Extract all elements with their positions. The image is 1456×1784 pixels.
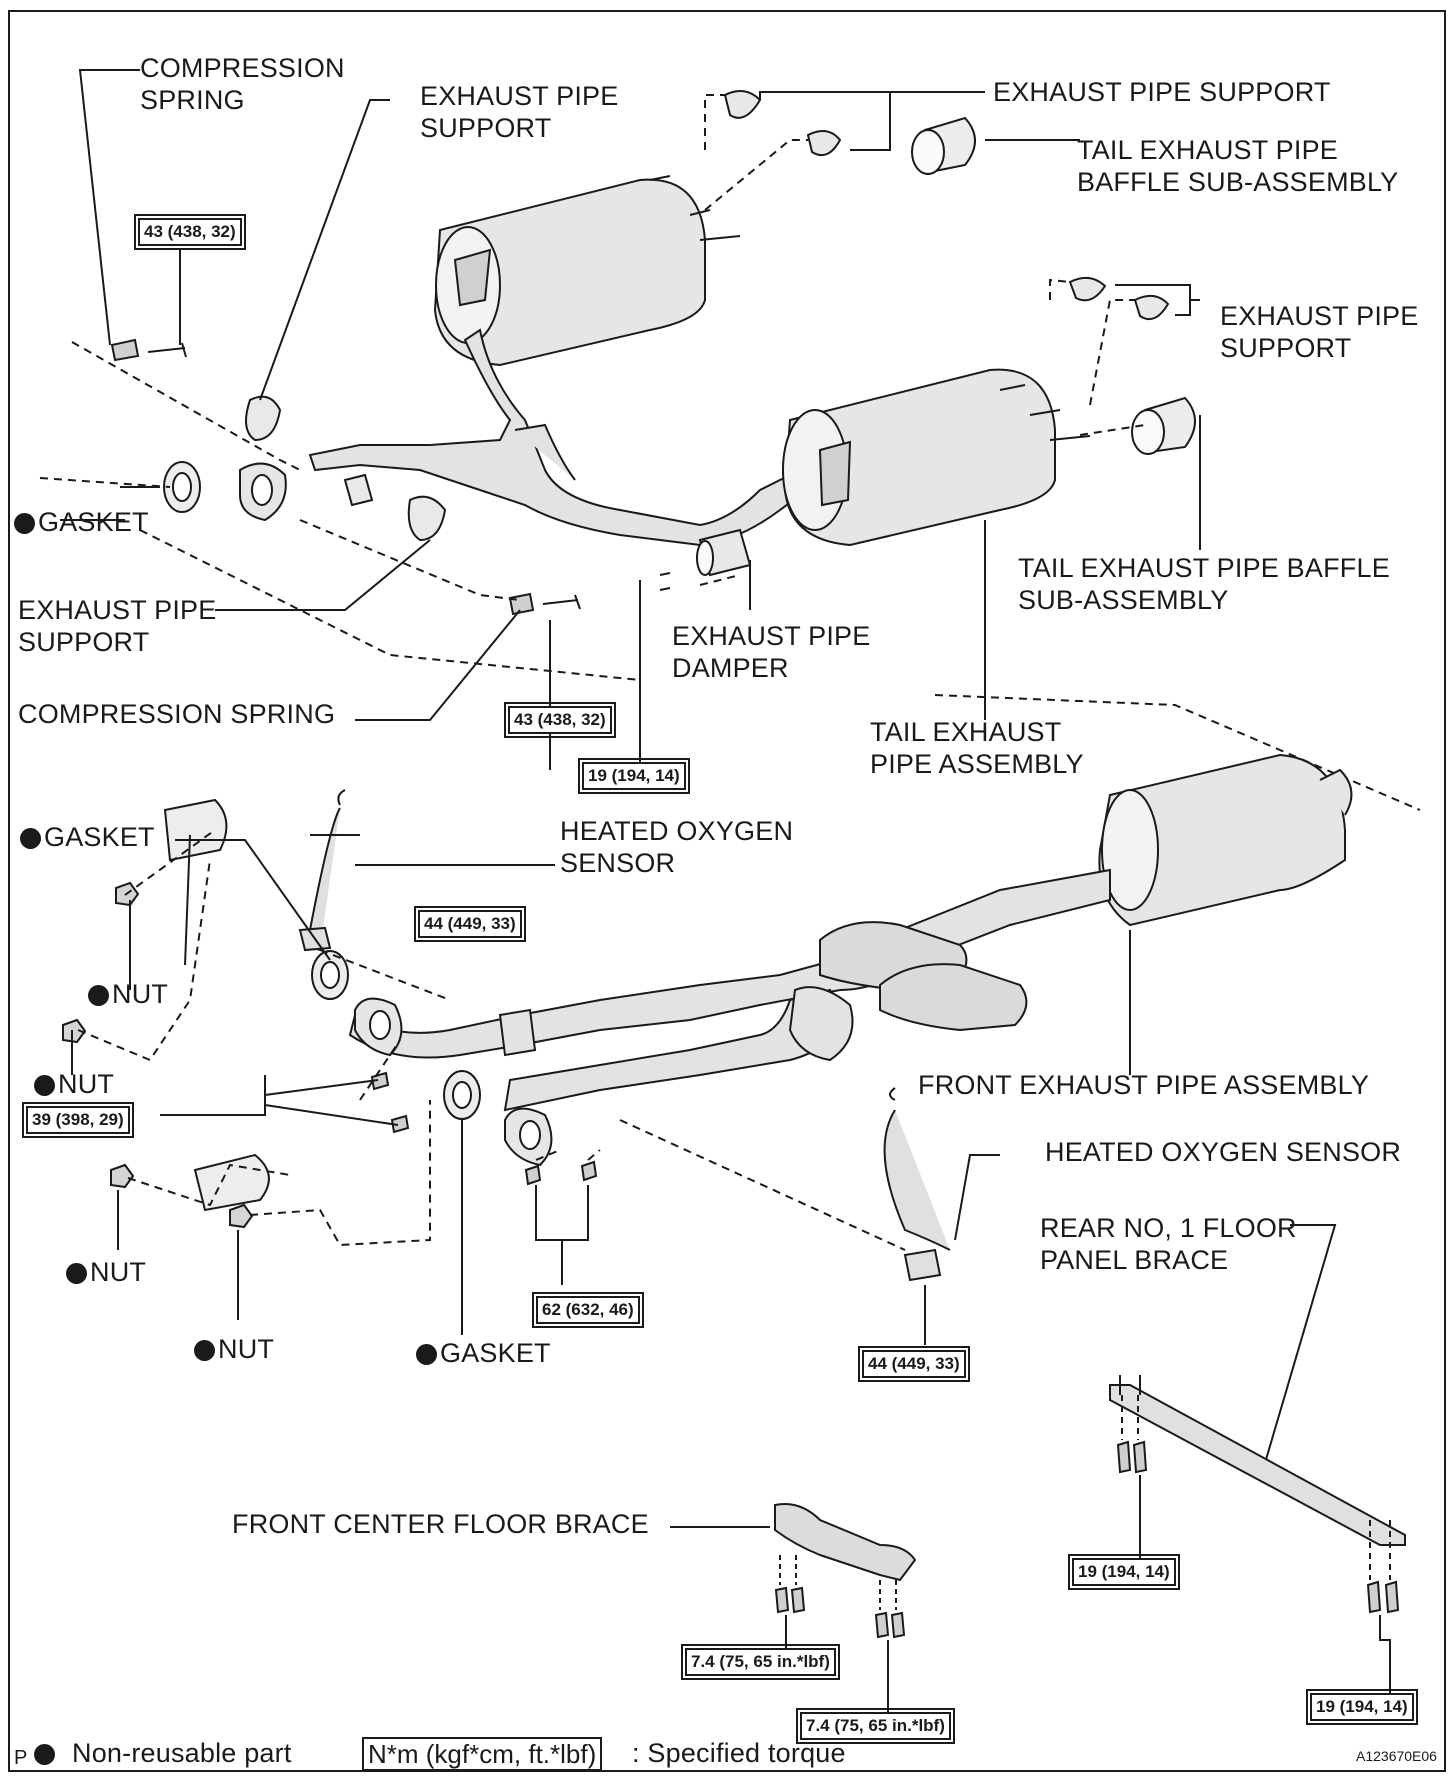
rear-flange <box>239 462 287 522</box>
upper-hangers <box>723 90 842 156</box>
label-gasket-front-lower: GASKET <box>416 1337 551 1369</box>
non-reusable-mark-icon <box>14 513 35 534</box>
label-front-exhaust-pipe-assembly: FRONT EXHAUST PIPE ASSEMBLY <box>918 1070 1370 1100</box>
nuts <box>62 881 254 1229</box>
legend-p-mark: P <box>14 1747 28 1769</box>
non-reusable-mark-icon <box>34 1744 55 1765</box>
front-muffler <box>1098 753 1353 927</box>
non-reusable-mark-icon <box>66 1263 87 1284</box>
torque-spec-43-mid: 43 (438, 32) <box>504 702 616 738</box>
manifold-pipe-ends <box>163 798 270 1212</box>
label-gasket-front-upper: GASKET <box>20 821 155 853</box>
diagram-frame <box>8 10 1446 1772</box>
rear-muffler-lower <box>782 368 1056 547</box>
label-exhaust-pipe-support-top-right: EXHAUST PIPE SUPPORT <box>993 77 1331 107</box>
compression-springs <box>110 338 581 616</box>
label-heated-oxygen-sensor-right: HEATED OXYGEN SENSOR <box>1045 1137 1402 1167</box>
torque-spec-7-4-a: 7.4 (75, 65 in.*lbf) <box>681 1644 840 1680</box>
non-reusable-mark-icon <box>88 985 109 1006</box>
label-nut-4: NUT <box>194 1333 274 1365</box>
label-rear-floor-panel-brace: REAR NO, 1 FLOOR PANEL BRACE <box>1040 1213 1297 1275</box>
tail-baffle-right <box>1131 396 1196 455</box>
non-reusable-mark-icon <box>416 1344 437 1365</box>
rear-gasket <box>163 461 201 513</box>
label-gasket-rear: GASKET <box>14 506 149 538</box>
torque-spec-44-sensor-top: 44 (449, 33) <box>414 906 526 942</box>
label-tail-baffle-right: TAIL EXHAUST PIPE BAFFLE SUB-ASSEMBLY <box>1018 553 1390 615</box>
non-reusable-mark-icon <box>34 1075 55 1096</box>
front-flanges <box>354 997 553 1167</box>
figure-code: A123670E06 <box>1356 1748 1437 1764</box>
label-nut-3: NUT <box>66 1256 146 1288</box>
torque-spec-19-brace-right: 19 (194, 14) <box>1306 1689 1418 1725</box>
label-nut-1: NUT <box>88 978 168 1010</box>
front-gaskets <box>311 950 481 1120</box>
torque-spec-43-top: 43 (438, 32) <box>134 214 246 250</box>
tail-pipe-y <box>308 328 822 547</box>
front-pipe <box>348 868 1111 1059</box>
torque-spec-19-brace-left: 19 (194, 14) <box>1068 1554 1180 1590</box>
catalytic-converters <box>819 921 1028 1032</box>
torque-spec-19-damper: 19 (194, 14) <box>578 758 690 794</box>
label-exhaust-pipe-support-right: EXHAUST PIPE SUPPORT <box>1220 301 1419 363</box>
non-reusable-mark-icon <box>194 1340 215 1361</box>
torque-spec-7-4-b: 7.4 (75, 65 in.*lbf) <box>796 1708 955 1744</box>
upper-left-hanger <box>245 395 447 542</box>
front-bolts <box>370 1071 598 1186</box>
label-compression-spring-top: COMPRESSION SPRING <box>140 53 345 115</box>
label-exhaust-pipe-support-left-mid: EXHAUST PIPE SUPPORT <box>18 595 217 657</box>
exhaust-pipe-damper <box>696 528 752 577</box>
label-compression-spring-mid: COMPRESSION SPRING <box>18 699 336 729</box>
label-exhaust-pipe-damper: EXHAUST PIPE DAMPER <box>672 621 871 683</box>
legend-torque-unit: N*m (kgf*cm, ft.*lbf) <box>362 1737 603 1771</box>
label-heated-oxygen-sensor-top: HEATED OXYGEN SENSOR <box>560 816 794 878</box>
non-reusable-mark-icon <box>20 828 41 849</box>
legend-non-reusable: Non-reusable part <box>34 1737 292 1769</box>
front-center-brace <box>774 1503 917 1582</box>
label-front-center-floor-brace: FRONT CENTER FLOOR BRACE <box>232 1509 649 1539</box>
rear-floor-brace <box>1109 1375 1406 1546</box>
label-exhaust-pipe-support-left-top: EXHAUST PIPE SUPPORT <box>420 81 619 143</box>
torque-spec-44-sensor-right: 44 (449, 33) <box>858 1346 970 1382</box>
label-nut-2: NUT <box>34 1068 114 1100</box>
rear-muffler-upper <box>433 178 706 367</box>
front-pipe-lower <box>503 986 854 1112</box>
label-tail-exhaust-pipe-assembly: TAIL EXHAUST PIPE ASSEMBLY <box>870 717 1084 779</box>
legend-torque-desc: : Specified torque <box>632 1738 846 1768</box>
tail-baffle-top <box>911 116 976 175</box>
label-tail-baffle-top: TAIL EXHAUST PIPE BAFFLE SUB-ASSEMBLY <box>1077 135 1399 197</box>
torque-spec-62: 62 (632, 46) <box>532 1292 644 1328</box>
torque-spec-39: 39 (398, 29) <box>22 1102 134 1138</box>
